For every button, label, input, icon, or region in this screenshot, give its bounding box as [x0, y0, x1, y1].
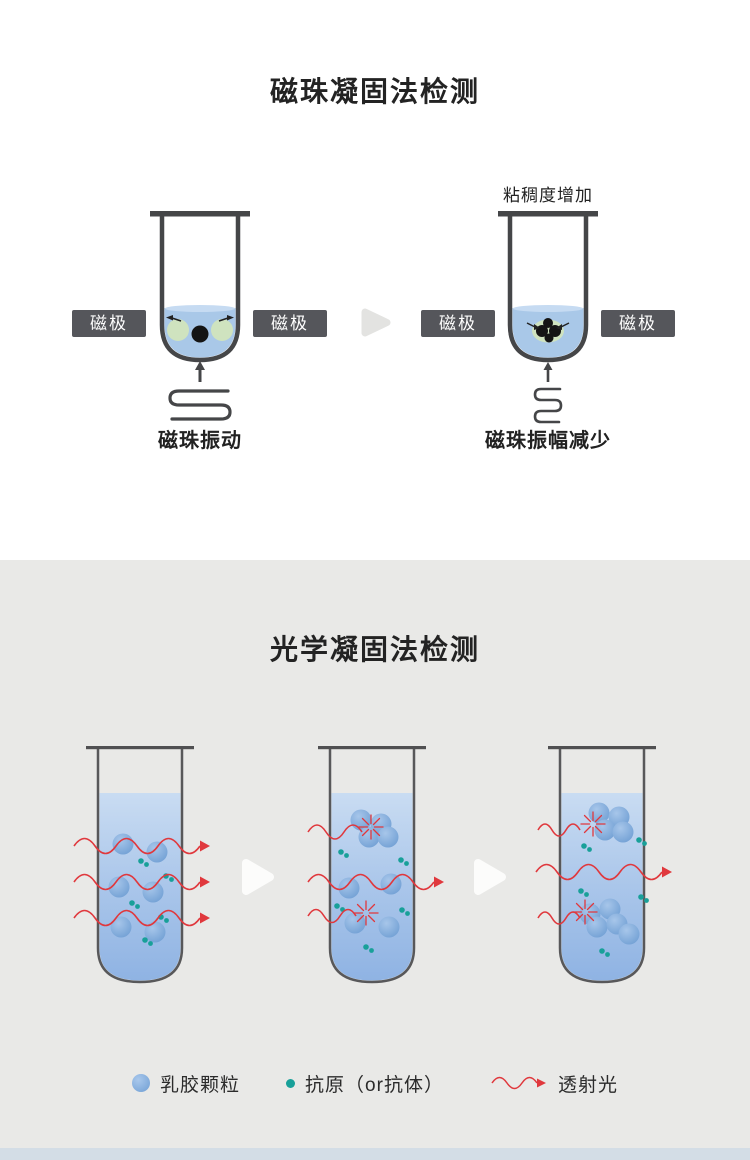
next-step-triangle-icon — [474, 859, 506, 895]
arrow-head-right-icon — [227, 315, 234, 321]
tube-wall — [159, 216, 241, 363]
pole-badge: 磁极 — [253, 310, 327, 337]
vibration-coil-large — [168, 361, 232, 421]
legend-label: 抗原（or抗体） — [305, 1074, 444, 1096]
arrow-head-left-icon — [166, 315, 173, 321]
magnetic-section-title: 磁珠凝固法检测 — [269, 76, 480, 107]
magnetic-bead — [191, 325, 209, 343]
light-arrow-head — [662, 866, 672, 878]
magnetic-tube-after — [498, 211, 598, 363]
pole-badge: 磁极 — [72, 310, 146, 337]
pole-badge: 磁极 — [601, 310, 675, 337]
next-step-triangle-icon — [361, 308, 391, 337]
bottom-accent-strip — [0, 1148, 750, 1160]
green-bead — [211, 319, 233, 341]
transmitted-light-icon — [491, 1076, 546, 1090]
optical-diagram — [73, 746, 672, 984]
tube-lip — [318, 746, 426, 750]
up-arrow-icon — [195, 361, 205, 370]
latex-particle-icon — [132, 1074, 151, 1092]
converging-arrows — [526, 322, 570, 328]
legend-label: 乳胶颗粒 — [160, 1074, 241, 1096]
tube-wall — [328, 749, 416, 984]
caption-vibration: 磁珠振动 — [158, 430, 242, 452]
next-step-triangle-icon — [242, 859, 274, 895]
tube-lip — [548, 746, 656, 750]
tube-wall — [507, 216, 589, 363]
legend-item-light: 透射光 — [490, 1070, 618, 1097]
green-bead — [167, 319, 189, 341]
tube-lip — [150, 211, 250, 217]
liquid-surface — [513, 305, 583, 312]
vibration-coil-small — [533, 362, 563, 424]
legend-item-antigen: 抗原（or抗体） — [286, 1070, 444, 1097]
liquid-surface — [165, 305, 235, 312]
pole-badge: 磁极 — [421, 310, 495, 337]
optical-section-title: 光学凝固法检测 — [269, 634, 480, 665]
magnetic-tube-before — [150, 211, 250, 363]
tube-wall — [96, 749, 184, 984]
vibration-arrows — [171, 317, 229, 322]
optical-tube-aggregating — [307, 746, 444, 984]
tube-lip — [86, 746, 194, 750]
antigen-icon — [286, 1078, 296, 1088]
tube-wall — [558, 749, 646, 984]
up-arrow-icon — [543, 362, 553, 370]
viscosity-annotation: 粘稠度增加 — [503, 186, 593, 205]
arrow-head-in-left-icon — [534, 324, 540, 330]
arrow-head-in-right-icon — [556, 324, 562, 330]
legend-item-latex: 乳胶颗粒 — [132, 1070, 240, 1097]
tube-lip — [498, 211, 598, 217]
legend-label: 透射光 — [557, 1074, 618, 1096]
light-waves — [73, 837, 201, 927]
light-arrow-head — [434, 876, 444, 888]
magnetic-diagram — [150, 211, 598, 424]
caption-amplitude-reduced: 磁珠振幅减少 — [485, 430, 611, 452]
light-waves — [307, 824, 435, 924]
legend: 乳胶颗粒 抗原（or抗体） 透射光 — [0, 1062, 750, 1104]
optical-tube-dispersed — [73, 746, 210, 984]
light-arrow-heads — [200, 840, 210, 924]
optical-tube-clumped — [535, 746, 672, 984]
